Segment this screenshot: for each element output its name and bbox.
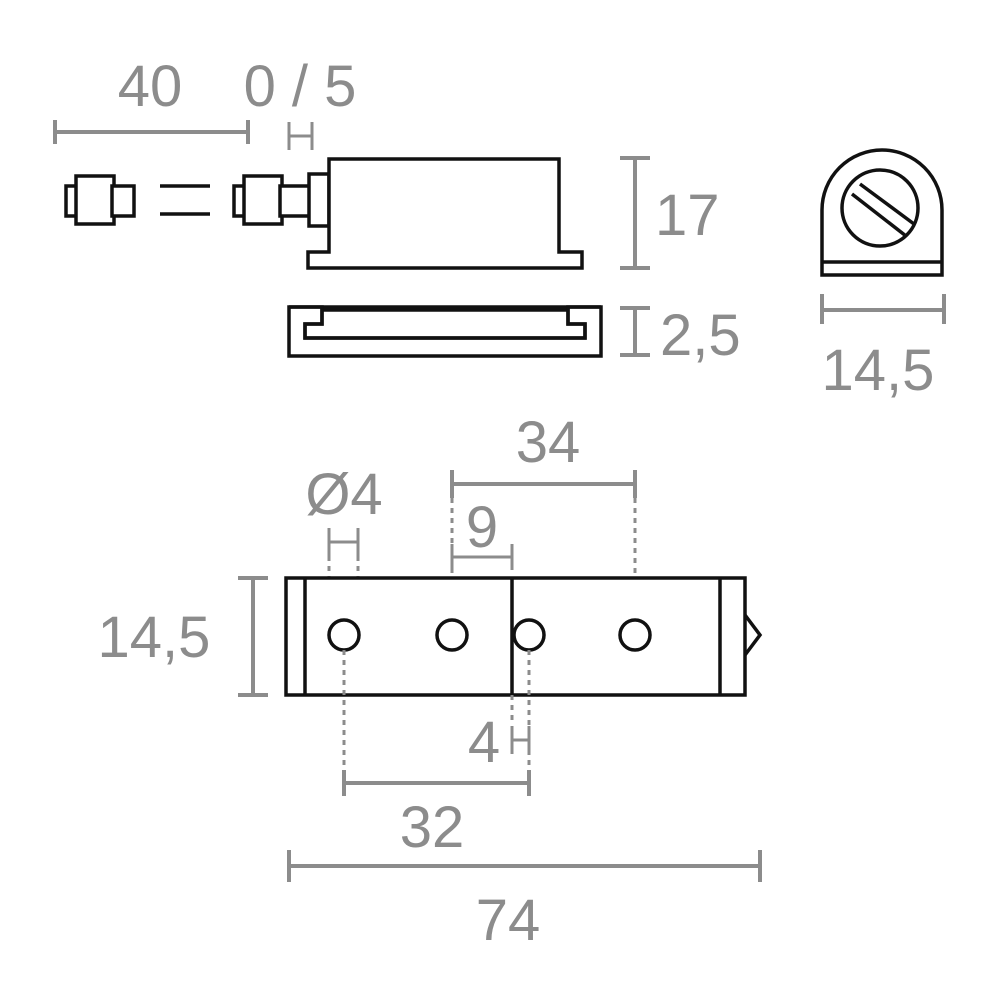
dimension-17-label: 17 (655, 183, 720, 248)
dimension-2-5-label: 2,5 (660, 303, 741, 368)
dimension-74-label: 74 (476, 888, 541, 953)
dimension-14-5-plate-label: 14,5 (98, 605, 211, 670)
end-view: 14,5 (820, 148, 946, 403)
dimension-74: 74 (287, 850, 762, 953)
dimension-40-label: 40 (118, 54, 183, 119)
hole-3 (512, 618, 546, 652)
dimension-34: 34 (450, 410, 637, 498)
magnet-body (306, 157, 584, 270)
striker-right (232, 172, 331, 228)
hole-1 (327, 618, 361, 652)
dimension-diameter-4-label: Ø4 (305, 462, 382, 527)
plan-view: 34 Ø4 9 (98, 410, 763, 953)
mounting-plate (287, 305, 603, 358)
dimension-32-label: 32 (400, 795, 465, 860)
dimension-2-5: 2,5 (620, 303, 741, 368)
dimension-17: 17 (620, 156, 720, 270)
dimension-14-5-end: 14,5 (820, 294, 946, 403)
dimension-4: 4 (468, 710, 531, 775)
screw-head-icon (840, 168, 920, 248)
hole-2 (435, 618, 469, 652)
dimension-14-5-end-label: 14,5 (822, 338, 935, 403)
striker-left (64, 174, 136, 226)
dimension-diameter-4: Ø4 (305, 462, 383, 556)
dimension-9-label: 9 (466, 495, 498, 560)
dimension-9: 9 (450, 495, 514, 570)
hole-4 (618, 618, 652, 652)
dimension-14-5-plate: 14,5 (98, 576, 268, 697)
dimension-4-label: 4 (468, 710, 500, 775)
dimension-0-5: 0 / 5 (244, 54, 357, 150)
mounting-holes (327, 618, 652, 652)
dimension-0-5-label: 0 / 5 (244, 54, 357, 119)
dimension-32: 32 (342, 770, 531, 860)
side-view-catch: 40 0 / 5 (53, 54, 741, 368)
dimension-40: 40 (53, 54, 250, 144)
dimension-34-label: 34 (516, 410, 581, 475)
